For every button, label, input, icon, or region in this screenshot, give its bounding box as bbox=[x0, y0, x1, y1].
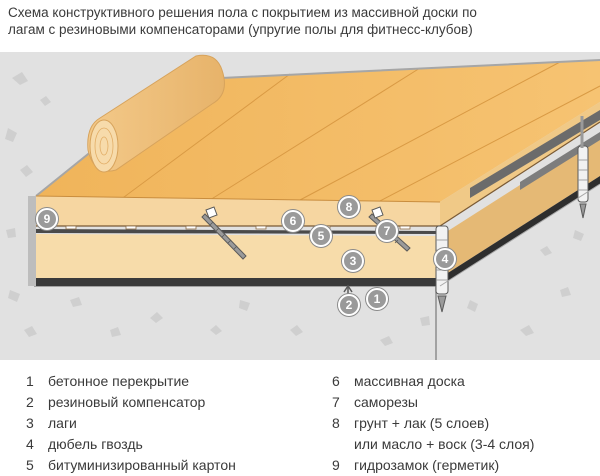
legend-number: 3 bbox=[26, 415, 34, 431]
board-seams bbox=[119, 61, 600, 202]
legend-item: 1 бетонное перекрытие bbox=[26, 371, 236, 392]
rubber-compensator bbox=[36, 278, 440, 286]
legend-item: 6 массивная доска bbox=[332, 371, 534, 392]
legend-item: 3 лаги bbox=[26, 413, 236, 434]
legend-text: гидрозамок (герметик) bbox=[354, 457, 500, 473]
legend-text: резиновый компенсатор bbox=[48, 394, 206, 410]
legend-number: 6 bbox=[332, 373, 340, 389]
legend-number: 4 bbox=[26, 436, 34, 452]
callout-4: 4 bbox=[434, 248, 456, 270]
callout-3: 3 bbox=[342, 250, 364, 272]
legend-number: 9 bbox=[332, 457, 340, 473]
legend-item: 9 гидрозамок (герметик) bbox=[332, 455, 534, 476]
legend-text: саморезы bbox=[354, 394, 418, 410]
legend-number bbox=[332, 434, 354, 455]
lag-joist bbox=[36, 234, 440, 278]
legend-item: 8 грунт + лак (5 слоев) bbox=[332, 413, 534, 434]
diagram-title: Схема конструктивного решения пола с пок… bbox=[8, 4, 598, 38]
legend-item: 2 резиновый компенсатор bbox=[26, 392, 236, 413]
legend-text: битуминизированный картон bbox=[48, 457, 236, 473]
callout-9: 9 bbox=[36, 208, 58, 230]
concrete-right-edge bbox=[439, 183, 600, 287]
floor-cross-section-diagram bbox=[0, 52, 600, 360]
callout-1: 1 bbox=[366, 288, 388, 310]
legend-number: 1 bbox=[26, 373, 34, 389]
skirting-board-end bbox=[89, 119, 119, 173]
legend-item: 5 битуминизированный картон bbox=[26, 455, 236, 476]
legend-text: дюбель гвоздь bbox=[48, 436, 143, 452]
concrete-texture bbox=[5, 72, 584, 346]
callout-5: 5 bbox=[310, 225, 332, 247]
legend-right-column: 6 массивная доска 7 саморезы 8 грунт + лак … bbox=[332, 371, 534, 476]
legend-number: 7 bbox=[332, 394, 340, 410]
board-front-edge bbox=[35, 195, 441, 203]
callout-6: 6 bbox=[282, 210, 304, 232]
bitumen-cardboard-layer bbox=[36, 229, 440, 234]
legend-text: лаги bbox=[48, 415, 77, 431]
legend-left-column: 1 бетонное перекрытие 2 резиновый компенса… bbox=[26, 371, 236, 476]
legend-text: или масло + воск (3-4 слоя) bbox=[354, 436, 535, 452]
title-line-1: Схема конструктивного решения пола с пок… bbox=[8, 5, 477, 20]
legend-number: 5 bbox=[26, 457, 34, 473]
legend-item: или масло + воск (3-4 слоя) bbox=[332, 434, 534, 455]
callout-7: 7 bbox=[376, 220, 398, 242]
callout-8: 8 bbox=[338, 196, 360, 218]
skirting-board bbox=[87, 54, 225, 172]
legend-text: массивная доска bbox=[354, 373, 465, 389]
legend-item: 4 дюбель гвоздь bbox=[26, 434, 236, 455]
title-line-2: лагам с резиновыми компенсаторами (упруг… bbox=[8, 22, 473, 37]
legend-item: 7 саморезы bbox=[332, 392, 534, 413]
legend-number: 2 bbox=[26, 394, 34, 410]
legend-text: грунт + лак (5 слоев) bbox=[354, 415, 490, 431]
legend-text: бетонное перекрытие bbox=[48, 373, 190, 389]
callout-2: 2 bbox=[338, 294, 360, 316]
lag-right-side bbox=[440, 134, 600, 278]
legend-number: 8 bbox=[332, 415, 340, 431]
